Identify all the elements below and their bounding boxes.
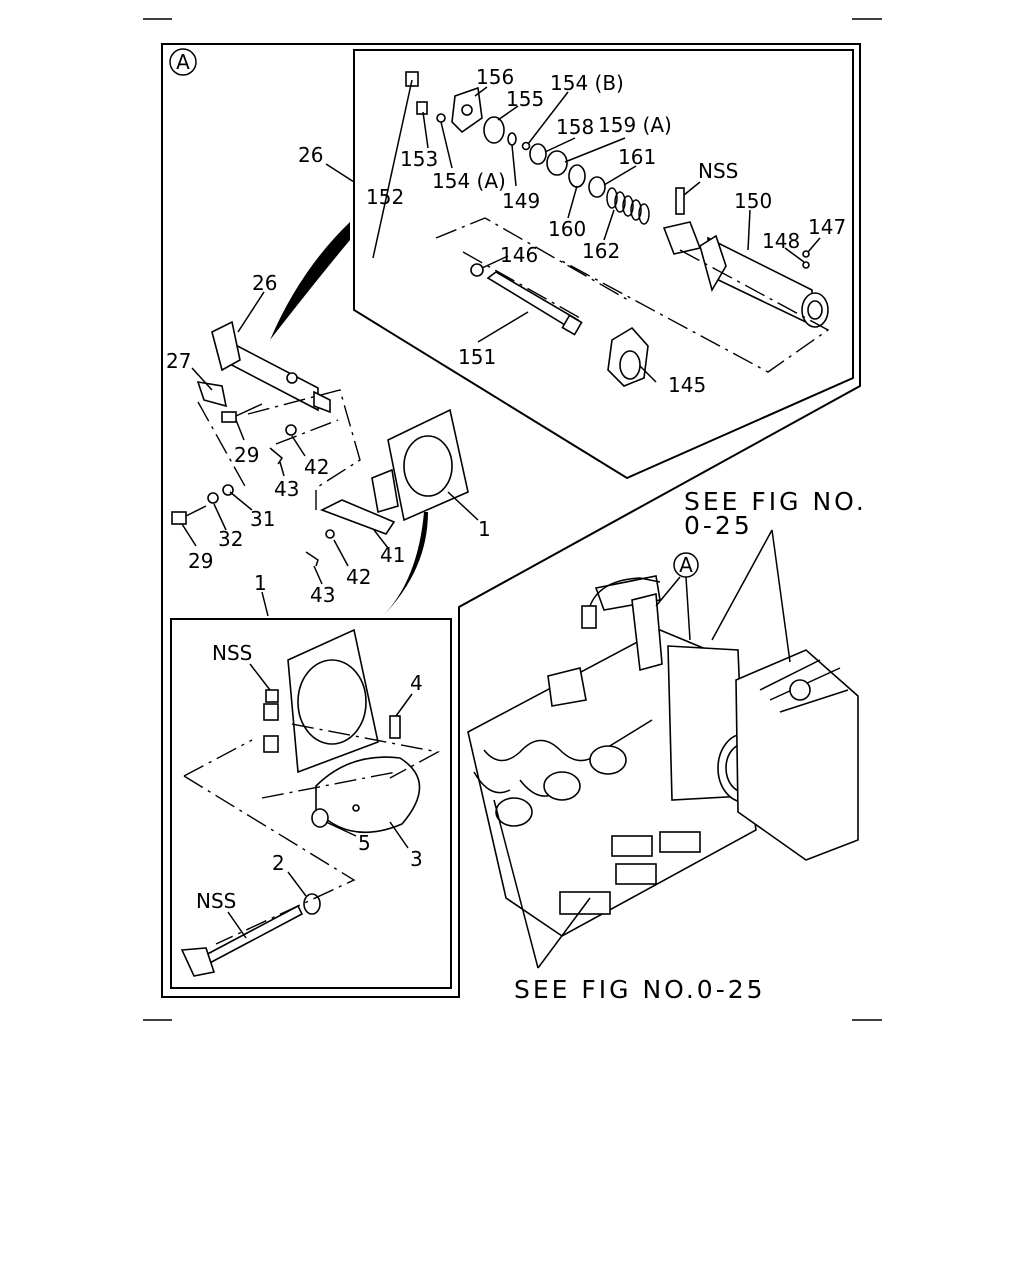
label-26-top: 26 xyxy=(298,143,323,167)
part-155-oring xyxy=(483,116,505,144)
engine-manifold xyxy=(467,575,859,937)
part-4-screw xyxy=(389,715,401,739)
part-nss-pin xyxy=(675,187,685,215)
leader-curve-top xyxy=(270,222,350,340)
label-27: 27 xyxy=(166,349,191,373)
label-147: 147 xyxy=(808,215,846,239)
label-3: 3 xyxy=(410,847,423,871)
label-43-lower: 43 xyxy=(310,583,335,607)
part-29-bolt-upper xyxy=(221,411,237,423)
reference-leaders xyxy=(493,529,791,969)
part-147 xyxy=(802,250,810,258)
part-158 xyxy=(529,143,547,165)
see-fig-top-line1: SEE FIG NO. xyxy=(684,487,867,516)
label-145: 145 xyxy=(668,373,706,397)
part-41-link xyxy=(320,499,396,535)
label-41: 41 xyxy=(380,543,405,567)
part-42-washer-upper xyxy=(285,424,297,436)
throttle-leaders xyxy=(227,663,413,939)
part-5-washer xyxy=(311,808,329,828)
label-149: 149 xyxy=(502,189,540,213)
label-154a: 154 (A) xyxy=(432,169,506,193)
part-151-rod xyxy=(486,271,580,330)
label-nss-shaft: NSS xyxy=(196,889,236,913)
throttle-detail-box xyxy=(170,618,452,989)
label-153: 153 xyxy=(400,147,438,171)
label-148: 148 xyxy=(762,229,800,253)
label-26-mid: 26 xyxy=(252,271,277,295)
part-42-washer-lower xyxy=(325,529,335,539)
label-158: 158 xyxy=(556,115,594,139)
part-piston xyxy=(662,221,702,255)
label-160: 160 xyxy=(548,217,586,241)
egr-assembly-line xyxy=(197,389,361,510)
throttle-parts xyxy=(180,628,421,977)
label-nss-top: NSS xyxy=(698,159,738,183)
label-31: 31 xyxy=(250,507,275,531)
part-29-bolt-lower xyxy=(171,511,187,525)
detail-frame xyxy=(161,43,861,998)
label-32: 32 xyxy=(218,527,243,551)
label-42-lower: 42 xyxy=(346,565,371,589)
reference-labels: SEE FIG NO. 0-25 SEE FIG NO.0-25 xyxy=(514,487,867,1004)
manifold-marker-a: A xyxy=(655,552,699,641)
label-4: 4 xyxy=(410,671,423,695)
detail-marker-a: A xyxy=(169,48,197,76)
crop-marks xyxy=(143,18,882,1021)
label-159a: 159 (A) xyxy=(598,113,672,137)
see-fig-top-line2: 0-25 xyxy=(684,511,753,540)
manifold-marker-a-label: A xyxy=(679,553,693,577)
marker-a-label: A xyxy=(176,50,190,74)
label-151: 151 xyxy=(458,345,496,369)
cylinder-assembly-line xyxy=(435,217,830,373)
see-fig-bottom: SEE FIG NO.0-25 xyxy=(514,975,766,1004)
cylinder-leaders xyxy=(325,79,821,383)
part-shaft-nss xyxy=(198,904,304,968)
leader-curve-bottom xyxy=(382,512,428,617)
label-155: 155 xyxy=(506,87,544,111)
label-156: 156 xyxy=(476,65,514,89)
label-2: 2 xyxy=(272,851,285,875)
label-43-upper: 43 xyxy=(274,477,299,501)
label-162: 162 xyxy=(582,239,620,263)
cylinder-parts xyxy=(405,71,829,387)
label-161: 161 xyxy=(618,145,656,169)
part-146-washer xyxy=(470,263,484,277)
part-27-bracket xyxy=(196,380,228,408)
part-148 xyxy=(802,261,810,269)
part-154b xyxy=(521,141,531,151)
label-152: 152 xyxy=(366,185,404,209)
part-labels: 156 155 154 (B) 158 159 (A) 161 153 154 … xyxy=(166,65,846,913)
part-153-bolt xyxy=(416,101,428,115)
label-42-upper: 42 xyxy=(304,455,329,479)
cylinder-detail-box xyxy=(353,49,854,480)
part-160 xyxy=(568,164,586,188)
label-1-lower: 1 xyxy=(254,571,267,595)
label-nss-throttle: NSS xyxy=(212,641,252,665)
label-146: 146 xyxy=(500,243,538,267)
part-32-washer xyxy=(207,492,219,504)
part-162-spring xyxy=(606,187,650,225)
label-154b: 154 (B) xyxy=(550,71,624,95)
part-152-fitting xyxy=(405,71,419,87)
label-1-upper: 1 xyxy=(478,517,491,541)
part-43-clip-upper xyxy=(269,447,283,465)
label-5: 5 xyxy=(358,831,371,855)
part-43-clip-lower xyxy=(305,551,319,567)
part-149 xyxy=(507,132,517,146)
throttle-assembly-line xyxy=(183,723,441,945)
label-29-upper: 29 xyxy=(234,443,259,467)
part-161 xyxy=(588,176,606,198)
label-29-lower: 29 xyxy=(188,549,213,573)
part-154a-washer xyxy=(436,113,446,123)
part-2-bushing xyxy=(303,893,321,915)
part-3-valve-plate xyxy=(315,756,421,834)
egr-leaders xyxy=(181,291,479,617)
label-150: 150 xyxy=(734,189,772,213)
part-159a xyxy=(546,150,568,176)
